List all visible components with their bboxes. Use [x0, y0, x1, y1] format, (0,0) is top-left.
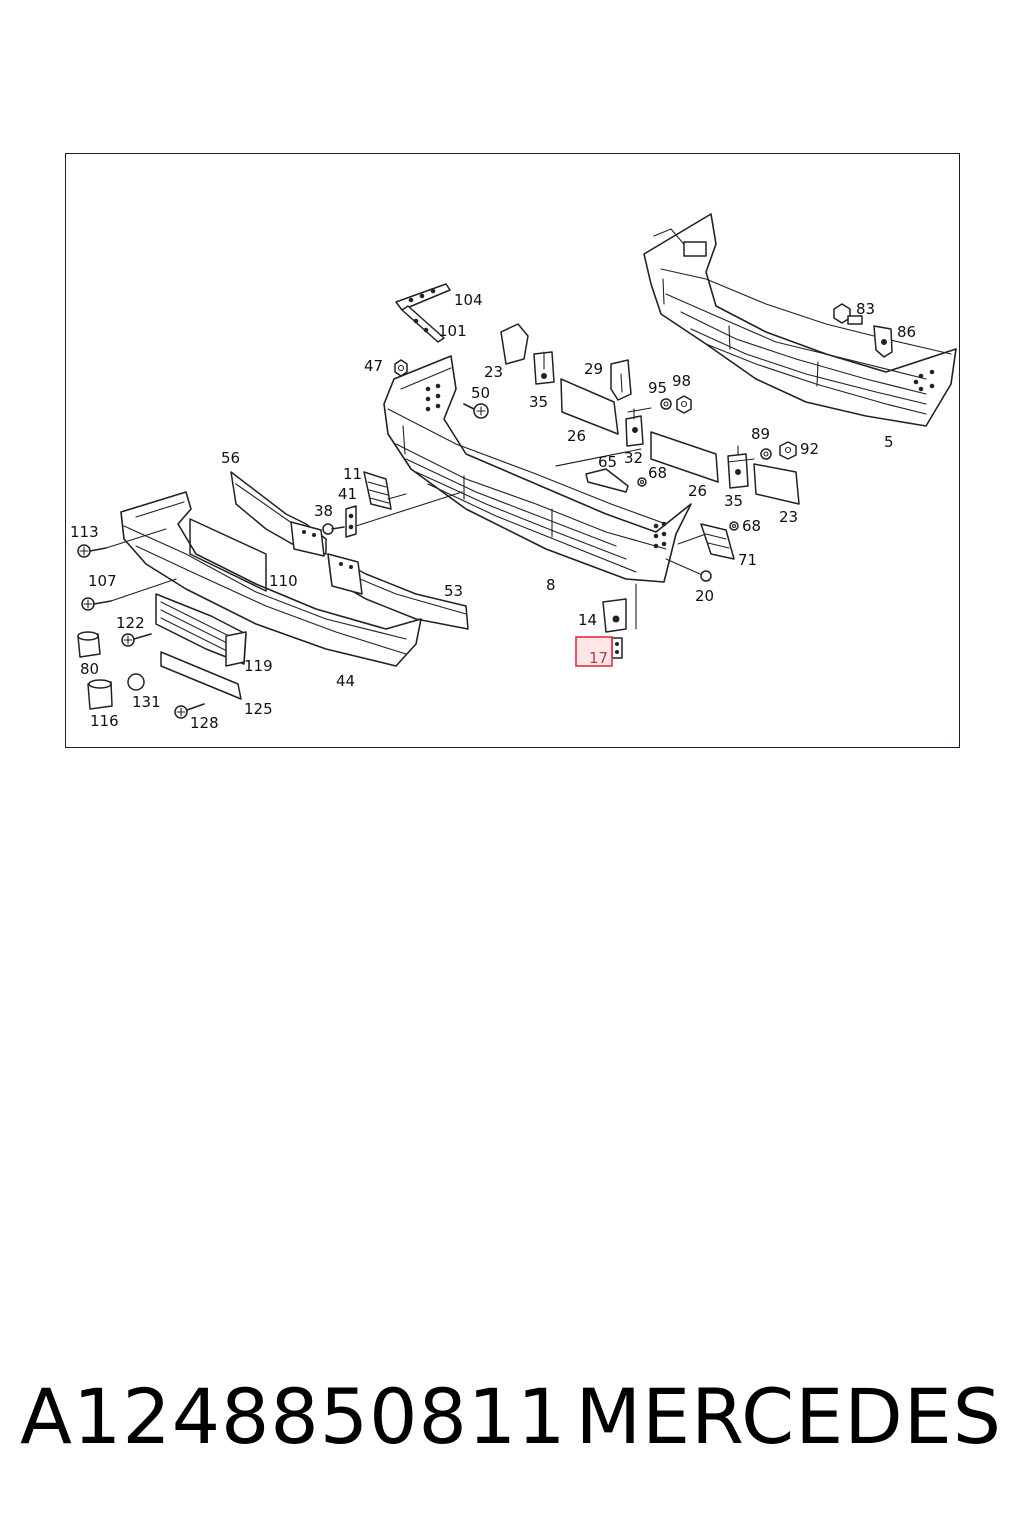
label-113: 113 [70, 523, 99, 541]
label-26b: 26 [688, 482, 707, 500]
plate-110-drawing [189, 518, 267, 592]
label-56: 56 [221, 449, 240, 467]
label-89: 89 [751, 425, 770, 443]
label-47: 47 [364, 357, 383, 375]
label-119: 119 [244, 657, 273, 675]
grille-11-drawing [363, 471, 407, 510]
nut-92-drawing [779, 441, 797, 460]
block-23b-drawing [753, 463, 800, 505]
nut-47-drawing [394, 359, 408, 377]
plug-80-drawing [77, 631, 101, 658]
screw-50-drawing [463, 403, 489, 419]
label-17: 17 [589, 649, 608, 667]
part-17-drawing [611, 637, 623, 659]
label-104: 104 [454, 291, 483, 309]
label-35: 35 [529, 393, 548, 411]
label-26: 26 [567, 427, 586, 445]
label-107: 107 [88, 572, 117, 590]
pin-20-drawing [665, 558, 712, 582]
washer-89-drawing [760, 448, 772, 460]
label-131: 131 [132, 693, 161, 711]
label-116: 116 [90, 712, 119, 730]
label-92: 92 [800, 440, 819, 458]
strip-125-drawing [160, 651, 242, 700]
part-29-drawing [610, 359, 632, 401]
screw-128-drawing [174, 703, 205, 719]
label-95: 95 [648, 379, 667, 397]
bracket-53b-drawing [327, 553, 363, 595]
bracket-35b-drawing [727, 445, 755, 489]
brand-name: MERCEDES [575, 1372, 1002, 1461]
label-32: 32 [624, 449, 643, 467]
strip-104-drawing [395, 283, 451, 343]
screw-38-drawing [322, 523, 345, 535]
label-8: 8 [546, 576, 556, 594]
screw-122-drawing [121, 633, 152, 647]
label-65: 65 [598, 453, 617, 471]
label-128: 128 [190, 714, 219, 732]
washer-95-drawing [660, 398, 672, 410]
label-38: 38 [314, 502, 333, 520]
highlight-box-17 [575, 636, 613, 667]
clip-131-drawing [127, 673, 145, 691]
part-14-drawing [602, 598, 627, 633]
label-80: 80 [80, 660, 99, 678]
clip-65-drawing [555, 451, 629, 493]
label-86: 86 [897, 323, 916, 341]
bracket-56b-drawing [290, 521, 325, 557]
label-71: 71 [738, 551, 757, 569]
bracket-35-drawing [533, 351, 555, 385]
label-29: 29 [584, 360, 603, 378]
label-11: 11 [343, 465, 362, 483]
grille-71-drawing [677, 523, 735, 560]
bracket-86-drawing [873, 325, 893, 358]
bolt-83-drawing [833, 303, 863, 325]
screw-107-drawing [81, 578, 177, 611]
label-110: 110 [269, 572, 298, 590]
grille-119-drawing [155, 593, 247, 667]
label-125: 125 [244, 700, 273, 718]
label-68b: 68 [742, 517, 761, 535]
label-23b: 23 [779, 508, 798, 526]
bracket-41-drawing [345, 491, 463, 538]
label-53: 53 [444, 582, 463, 600]
washer-68-drawing [637, 477, 647, 487]
label-68: 68 [648, 464, 667, 482]
label-44: 44 [336, 672, 355, 690]
label-98: 98 [672, 372, 691, 390]
pad-26-drawing [560, 378, 619, 435]
label-23: 23 [484, 363, 503, 381]
label-35b: 35 [724, 492, 743, 510]
label-50: 50 [471, 384, 490, 402]
part-number: A1248850811 [20, 1372, 567, 1461]
label-83: 83 [856, 300, 875, 318]
label-122: 122 [116, 614, 145, 632]
nut-98-drawing [676, 395, 692, 414]
label-41: 41 [338, 485, 357, 503]
bracket-32-drawing [625, 407, 652, 447]
pad-26b-drawing [650, 431, 719, 483]
washer-68b-drawing [729, 521, 739, 531]
plug-116-drawing [87, 679, 113, 710]
front-bumper-drawing [383, 355, 692, 630]
footer: A1248850811 MERCEDES [0, 1372, 1024, 1472]
bumper-exploded-diagram: 104 101 47 23 50 35 29 95 98 83 86 26 65… [70, 213, 957, 732]
screw-113-drawing [77, 528, 167, 558]
parts-diagram-frame: 104 101 47 23 50 35 29 95 98 83 86 26 65… [65, 153, 960, 748]
block-23-drawing [500, 323, 529, 365]
label-14: 14 [578, 611, 597, 629]
label-20: 20 [695, 587, 714, 605]
label-101: 101 [438, 322, 467, 340]
rear-bumper-drawing [643, 213, 957, 427]
label-5: 5 [884, 433, 894, 451]
